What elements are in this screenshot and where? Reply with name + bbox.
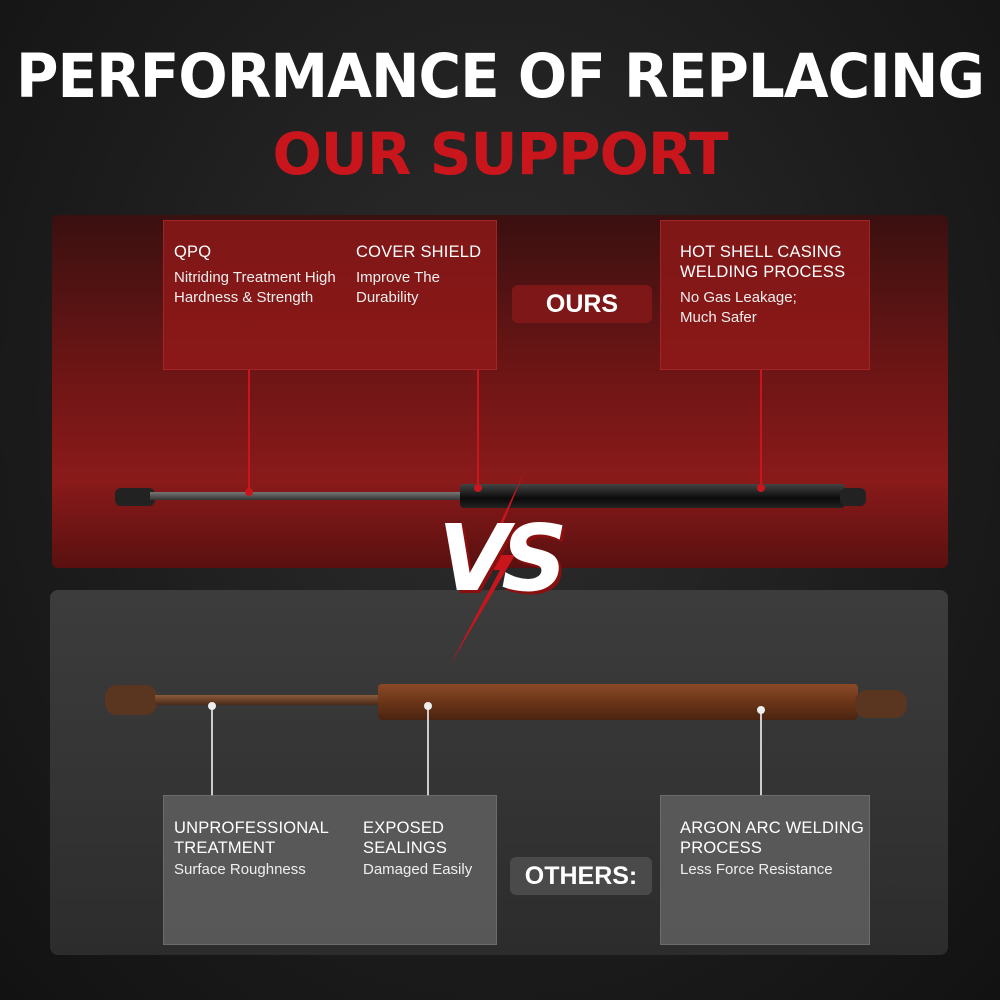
- strut-end-left: [115, 488, 155, 506]
- ours-feature-box-left: [163, 220, 497, 370]
- feature-desc: Surface Roughness: [174, 861, 306, 878]
- feature-heading: QPQ: [174, 243, 212, 261]
- feature-unprofessional: UNPROFESSIONAL TREATMENT Surface Roughne…: [174, 818, 354, 880]
- ours-strut-body: [460, 484, 845, 508]
- title-line1: PERFORMANCE OF REPLACING: [16, 40, 985, 112]
- pointer-dot: [424, 702, 432, 710]
- others-feature-box-left: [163, 795, 497, 945]
- others-strut-rod: [155, 695, 385, 705]
- vs-label: VS: [438, 505, 567, 612]
- feature-heading: UNPROFESSIONAL TREATMENT: [174, 819, 329, 857]
- others-feature-box-right: [660, 795, 870, 945]
- rusty-end-left: [105, 685, 157, 715]
- rusty-end-right: [855, 690, 907, 718]
- feature-desc: Nitriding Treatment High Hardness & Stre…: [174, 269, 336, 306]
- feature-heading: COVER SHIELD: [356, 243, 482, 261]
- ours-badge: OURS: [512, 285, 652, 323]
- feature-cover-shield: COVER SHIELD Improve The Durability: [356, 242, 496, 308]
- feature-hot-shell: HOT SHELL CASING WELDING PROCESS No Gas …: [680, 242, 865, 328]
- pointer-dot: [245, 488, 253, 496]
- pointer-dot: [208, 702, 216, 710]
- vs-lightning-icon: [450, 470, 525, 665]
- ours-feature-box-right: [660, 220, 870, 370]
- feature-desc: Damaged Easily: [363, 861, 473, 878]
- title-line2: OUR SUPPORT: [272, 120, 728, 188]
- pointer-dot: [474, 484, 482, 492]
- others-badge: OTHERS:: [510, 857, 652, 895]
- feature-argon-arc: ARGON ARC WELDING PROCESS Less Force Res…: [680, 818, 875, 880]
- feature-exposed-sealings: EXPOSED SEALINGS Damaged Easily: [363, 818, 493, 880]
- feature-heading: ARGON ARC WELDING PROCESS: [680, 819, 865, 857]
- ours-strut-rod: [150, 492, 470, 500]
- feature-desc: Improve The Durability: [356, 269, 440, 306]
- feature-heading: HOT SHELL CASING WELDING PROCESS: [680, 243, 846, 281]
- pointer-dot: [757, 706, 765, 714]
- feature-qpq: QPQ Nitriding Treatment High Hardness & …: [174, 242, 344, 308]
- strut-end-right: [840, 488, 866, 506]
- feature-heading: EXPOSED SEALINGS: [363, 819, 448, 857]
- others-strut-body: [378, 684, 858, 720]
- feature-desc: No Gas Leakage; Much Safer: [680, 289, 797, 326]
- pointer-dot: [757, 484, 765, 492]
- feature-desc: Less Force Resistance: [680, 861, 833, 878]
